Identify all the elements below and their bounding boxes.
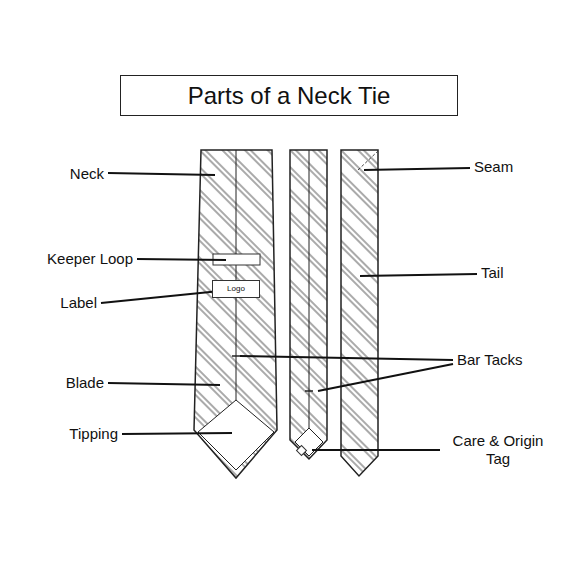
tipping <box>198 400 274 470</box>
logo-label: Logo <box>212 280 260 298</box>
seam-line <box>358 151 378 170</box>
part-name: Keeper Loop <box>47 250 133 268</box>
part-name: Label <box>60 294 97 312</box>
bar-tack <box>305 390 313 392</box>
part-name: Neck <box>70 165 104 183</box>
care-tag <box>297 446 307 456</box>
part-name: Care & Origin Tag <box>442 432 554 468</box>
part-name: Tail <box>481 264 504 282</box>
leader-lines <box>101 168 477 450</box>
title-box: Parts of a Neck Tie <box>120 75 458 116</box>
part-name: Blade <box>66 374 104 392</box>
bar-tack <box>232 355 241 357</box>
label-text: Logo <box>227 284 245 294</box>
tie-blade <box>194 150 277 478</box>
part-name: Bar Tacks <box>457 351 523 369</box>
tie-back <box>290 150 327 459</box>
title: Parts of a Neck Tie <box>188 82 391 110</box>
part-name: Seam <box>474 158 513 176</box>
part-name: Tipping <box>69 425 118 443</box>
tie-tail <box>341 150 378 476</box>
